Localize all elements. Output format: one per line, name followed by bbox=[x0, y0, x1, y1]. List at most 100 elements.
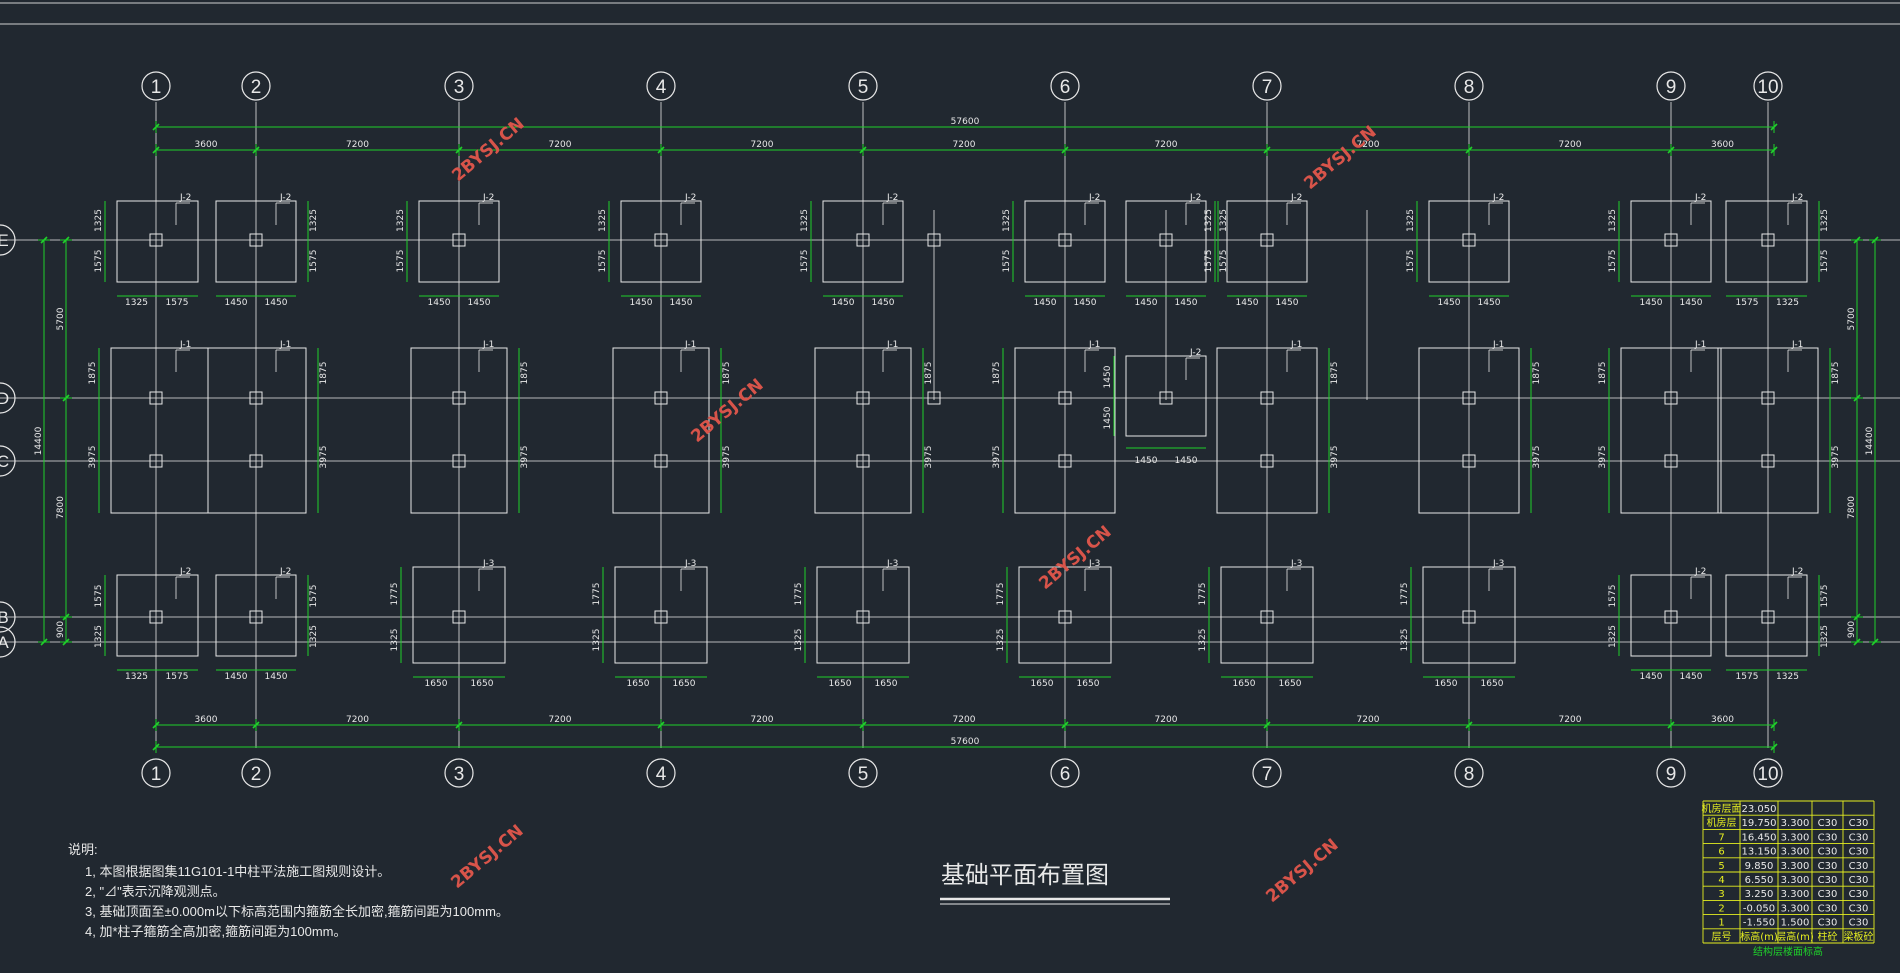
dimension-text: 7200 bbox=[1559, 140, 1582, 150]
footing-dimension-text: 1450 bbox=[1034, 298, 1057, 308]
dimension-text: 5700 bbox=[1847, 307, 1857, 330]
footing-dimension-text: 1450 bbox=[670, 298, 693, 308]
footing-dimension-text: 3975 bbox=[1532, 446, 1542, 469]
column-square bbox=[1058, 233, 1072, 247]
table-cell: 机房层面 bbox=[1702, 802, 1742, 815]
column-square bbox=[1761, 233, 1775, 247]
footing-dimension-text: 1450 bbox=[225, 672, 248, 682]
footing-outline bbox=[1422, 566, 1516, 664]
axis-bubble-label: 1 bbox=[151, 764, 162, 785]
footing-dimension-text: 3975 bbox=[722, 446, 732, 469]
footing-outline bbox=[620, 200, 702, 283]
axis-bubble-label: 4 bbox=[656, 764, 667, 785]
footing-outline bbox=[410, 347, 508, 514]
footing-dimension-text: 1325 bbox=[794, 629, 804, 652]
dimension-text: 7200 bbox=[1357, 715, 1380, 725]
column-square bbox=[1761, 391, 1775, 405]
column-square bbox=[149, 454, 163, 468]
watermark: 2BYSJ.CN bbox=[1035, 522, 1115, 594]
footing-dimension-text: 1450 bbox=[265, 672, 288, 682]
footing-dimension-text: 1450 bbox=[1175, 456, 1198, 466]
footing-tag: J-1 bbox=[1290, 340, 1302, 350]
footing-tag: J-1 bbox=[1088, 340, 1100, 350]
dimension-tick bbox=[1853, 613, 1861, 621]
footing-dimension-text: 1650 bbox=[1031, 679, 1054, 689]
footing-dimension-text: 1650 bbox=[829, 679, 852, 689]
watermark: 2BYSJ.CN bbox=[1262, 835, 1342, 907]
footing-outline bbox=[1630, 200, 1712, 283]
column-square bbox=[654, 610, 668, 624]
table-cell: C30 bbox=[1849, 918, 1869, 929]
footing-dimension-text: 1325 bbox=[94, 625, 104, 648]
column-square bbox=[1664, 454, 1678, 468]
column-square bbox=[856, 610, 870, 624]
dimension-text: 7200 bbox=[1155, 715, 1178, 725]
axis-bubble bbox=[444, 758, 474, 788]
footing-outline bbox=[412, 566, 506, 664]
footing-tag: J-3 bbox=[1290, 559, 1302, 569]
footing-dimension-text: 1650 bbox=[627, 679, 650, 689]
footing-outline bbox=[1014, 347, 1116, 514]
footing-dimension-text: 1650 bbox=[471, 679, 494, 689]
footing-tag: J-2 bbox=[1694, 567, 1706, 577]
footing-dimension-text: 1450 bbox=[1478, 298, 1501, 308]
table-cell: 19.750 bbox=[1742, 818, 1777, 829]
table-cell: C30 bbox=[1849, 832, 1869, 843]
footing-tag: J-3 bbox=[886, 559, 898, 569]
axis-bubble-label: 8 bbox=[1464, 77, 1475, 98]
note-item: 4, 加*柱子箍筋全高加密,箍筋间距为100mm。 bbox=[85, 924, 346, 939]
footing-tag: J-1 bbox=[1492, 340, 1504, 350]
axis-bubble-label: C bbox=[0, 452, 9, 471]
table-cell: C30 bbox=[1818, 847, 1838, 858]
footing-tag: J-2 bbox=[179, 567, 191, 577]
column-square bbox=[149, 610, 163, 624]
table-cell: 1.500 bbox=[1781, 918, 1810, 929]
footing-dimension-text: 1325 bbox=[1198, 629, 1208, 652]
dimension-text: 7200 bbox=[1155, 140, 1178, 150]
table-cell: C30 bbox=[1849, 903, 1869, 914]
dimension-tick bbox=[859, 146, 867, 154]
dimension-tick bbox=[1061, 721, 1069, 729]
axis-grid bbox=[0, 102, 1900, 748]
axis-bubble bbox=[444, 71, 474, 101]
axis-bubble-label: 2 bbox=[251, 77, 262, 98]
footing-dimension-text: 1450 bbox=[428, 298, 451, 308]
dimension-text: 57600 bbox=[951, 737, 980, 747]
table-cell: 3.250 bbox=[1745, 889, 1774, 900]
dimension-text: 7200 bbox=[549, 715, 572, 725]
axis-bubble-label: 9 bbox=[1666, 77, 1677, 98]
footing-tag: J-3 bbox=[1492, 559, 1504, 569]
dimension-tick bbox=[1061, 146, 1069, 154]
table-cell: 梁板砼 bbox=[1844, 930, 1874, 943]
axis-bubble-label: 8 bbox=[1464, 764, 1475, 785]
column-square bbox=[654, 391, 668, 405]
footing-dimension-text: 3975 bbox=[1330, 446, 1340, 469]
footing-dimension-text: 1875 bbox=[1532, 362, 1542, 385]
footing-tag: J-1 bbox=[684, 340, 696, 350]
table-cell: C30 bbox=[1818, 861, 1838, 872]
table-cell: C30 bbox=[1818, 889, 1838, 900]
footing-dimension-text: 3975 bbox=[1831, 446, 1841, 469]
axis-bubble-label: B bbox=[0, 608, 9, 627]
footing-dimension-text: 1325 bbox=[396, 209, 406, 232]
footing-dimension-text: 1575 bbox=[1736, 672, 1759, 682]
dimension-tick bbox=[1770, 721, 1778, 729]
footing-dimension-text: 1775 bbox=[592, 583, 602, 606]
table-cell: 5 bbox=[1718, 861, 1724, 872]
footing-dimension-text: 1875 bbox=[992, 362, 1002, 385]
footing-dimension-text: 1450 bbox=[1175, 298, 1198, 308]
dimension-text: 7800 bbox=[56, 496, 66, 519]
dimension-text: 5700 bbox=[56, 307, 66, 330]
footing-dimension-text: 1450 bbox=[1640, 298, 1663, 308]
footing-dimension-text: 1875 bbox=[924, 362, 934, 385]
table-cell: 2 bbox=[1718, 903, 1724, 914]
dimension-tick bbox=[252, 721, 260, 729]
axis-bubble bbox=[848, 758, 878, 788]
footing-dimension-text: 1325 bbox=[1204, 209, 1214, 232]
dimension-text: 900 bbox=[1847, 621, 1857, 638]
column-square bbox=[149, 233, 163, 247]
column-square bbox=[1260, 391, 1274, 405]
footing-dimension-text: 1575 bbox=[1820, 585, 1830, 608]
